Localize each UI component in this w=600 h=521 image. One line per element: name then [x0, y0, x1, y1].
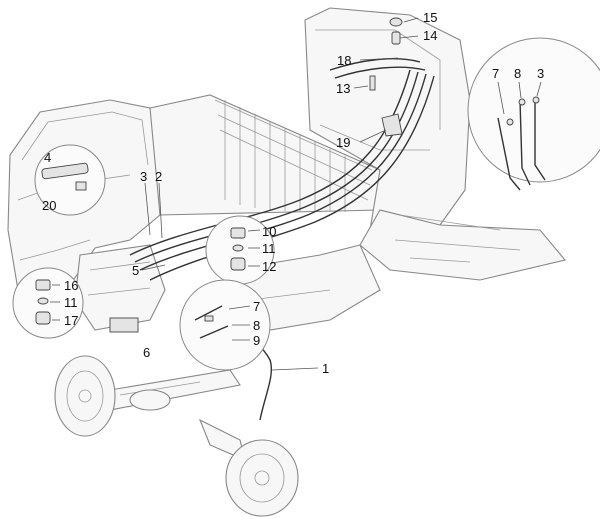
callout-17: 17 [64, 313, 78, 328]
inset-cable-ends [467, 37, 600, 191]
callout-7-inset: 7 [492, 66, 499, 81]
callout-8-inset: 8 [514, 66, 521, 81]
callout-14: 14 [423, 28, 437, 43]
callout-20: 20 [42, 198, 56, 213]
callout-labels: 15 14 18 13 19 7 8 3 4 20 3 2 10 11 12 1… [42, 10, 544, 376]
cargo-bed-slats [224, 100, 346, 212]
vehicle-chassis [7, 7, 566, 331]
leader-lines [50, 17, 542, 371]
engine-gearbox [74, 244, 166, 333]
callout-5: 5 [132, 263, 139, 278]
rear-axle-assembly [54, 355, 241, 437]
callout-15: 15 [423, 10, 437, 25]
callout-3: 3 [140, 169, 147, 184]
callout-12: 12 [262, 259, 276, 274]
callout-11-left: 11 [64, 295, 78, 310]
callout-2: 2 [155, 169, 162, 184]
small-parts [369, 17, 403, 137]
callout-18: 18 [337, 53, 351, 68]
inset-handle-grip [34, 144, 106, 216]
callout-7: 7 [253, 299, 260, 314]
callout-11-right: 11 [262, 241, 276, 256]
callout-6: 6 [143, 345, 150, 360]
front-wheel-assembly [198, 418, 299, 517]
callout-1: 1 [322, 361, 329, 376]
callout-8: 8 [253, 318, 260, 333]
callout-3-inset: 3 [537, 66, 544, 81]
callout-4: 4 [44, 150, 51, 165]
callout-10: 10 [262, 224, 276, 239]
callout-16: 16 [64, 278, 78, 293]
inset-cable-clamps [179, 279, 271, 371]
callout-19: 19 [336, 135, 350, 150]
callout-9: 9 [253, 333, 260, 348]
inset-fasteners-left [12, 267, 84, 339]
callout-13: 13 [336, 81, 350, 96]
